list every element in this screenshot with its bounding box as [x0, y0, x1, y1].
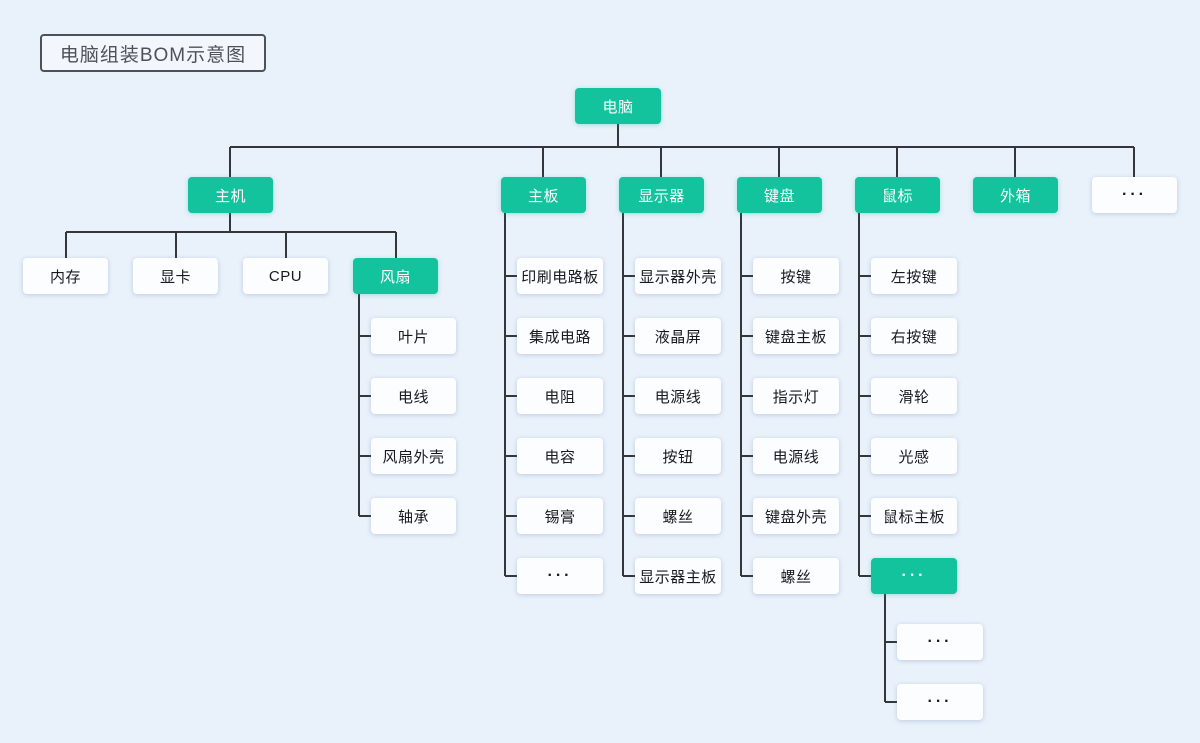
- node-monitor-board[interactable]: 显示器主板: [635, 558, 721, 594]
- node-monitor-power-cord[interactable]: 电源线: [635, 378, 721, 414]
- node-monitor-screw[interactable]: 螺丝: [635, 498, 721, 534]
- node-mouse-more[interactable]: ···: [871, 558, 957, 594]
- node-fan-bearing[interactable]: 轴承: [371, 498, 456, 534]
- node-monitor[interactable]: 显示器: [619, 177, 704, 213]
- node-left-button[interactable]: 左按键: [871, 258, 957, 294]
- node-outer-box[interactable]: 外箱: [973, 177, 1058, 213]
- node-monitor-button[interactable]: 按钮: [635, 438, 721, 474]
- node-keyboard-power-cord[interactable]: 电源线: [753, 438, 839, 474]
- node-keys[interactable]: 按键: [753, 258, 839, 294]
- node-fan-wire[interactable]: 电线: [371, 378, 456, 414]
- node-indicator-light[interactable]: 指示灯: [753, 378, 839, 414]
- node-fan[interactable]: 风扇: [353, 258, 438, 294]
- node-gpu[interactable]: 显卡: [133, 258, 218, 294]
- node-motherboard-more[interactable]: ···: [517, 558, 603, 594]
- node-keyboard-board[interactable]: 键盘主板: [753, 318, 839, 354]
- node-monitor-shell[interactable]: 显示器外壳: [635, 258, 721, 294]
- node-capacitor[interactable]: 电容: [517, 438, 603, 474]
- node-keyboard-screw[interactable]: 螺丝: [753, 558, 839, 594]
- diagram-title: 电脑组装BOM示意图: [40, 34, 266, 72]
- node-fan-shell[interactable]: 风扇外壳: [371, 438, 456, 474]
- node-level2-more[interactable]: ···: [1092, 177, 1177, 213]
- node-fan-blade[interactable]: 叶片: [371, 318, 456, 354]
- node-right-button[interactable]: 右按键: [871, 318, 957, 354]
- node-light-sensor[interactable]: 光感: [871, 438, 957, 474]
- node-pcb[interactable]: 印刷电路板: [517, 258, 603, 294]
- node-solder-paste[interactable]: 锡膏: [517, 498, 603, 534]
- node-host[interactable]: 主机: [188, 177, 273, 213]
- node-motherboard[interactable]: 主板: [501, 177, 586, 213]
- node-mouse-more-child-1[interactable]: ···: [897, 624, 983, 660]
- node-cpu[interactable]: CPU: [243, 258, 328, 294]
- node-computer[interactable]: 电脑: [575, 88, 661, 124]
- node-resistor[interactable]: 电阻: [517, 378, 603, 414]
- node-mouse[interactable]: 鼠标: [855, 177, 940, 213]
- node-keyboard-shell[interactable]: 键盘外壳: [753, 498, 839, 534]
- node-keyboard[interactable]: 键盘: [737, 177, 822, 213]
- node-ic[interactable]: 集成电路: [517, 318, 603, 354]
- node-lcd-screen[interactable]: 液晶屏: [635, 318, 721, 354]
- node-mouse-board[interactable]: 鼠标主板: [871, 498, 957, 534]
- node-scroll-wheel[interactable]: 滑轮: [871, 378, 957, 414]
- node-memory[interactable]: 内存: [23, 258, 108, 294]
- node-mouse-more-child-2[interactable]: ···: [897, 684, 983, 720]
